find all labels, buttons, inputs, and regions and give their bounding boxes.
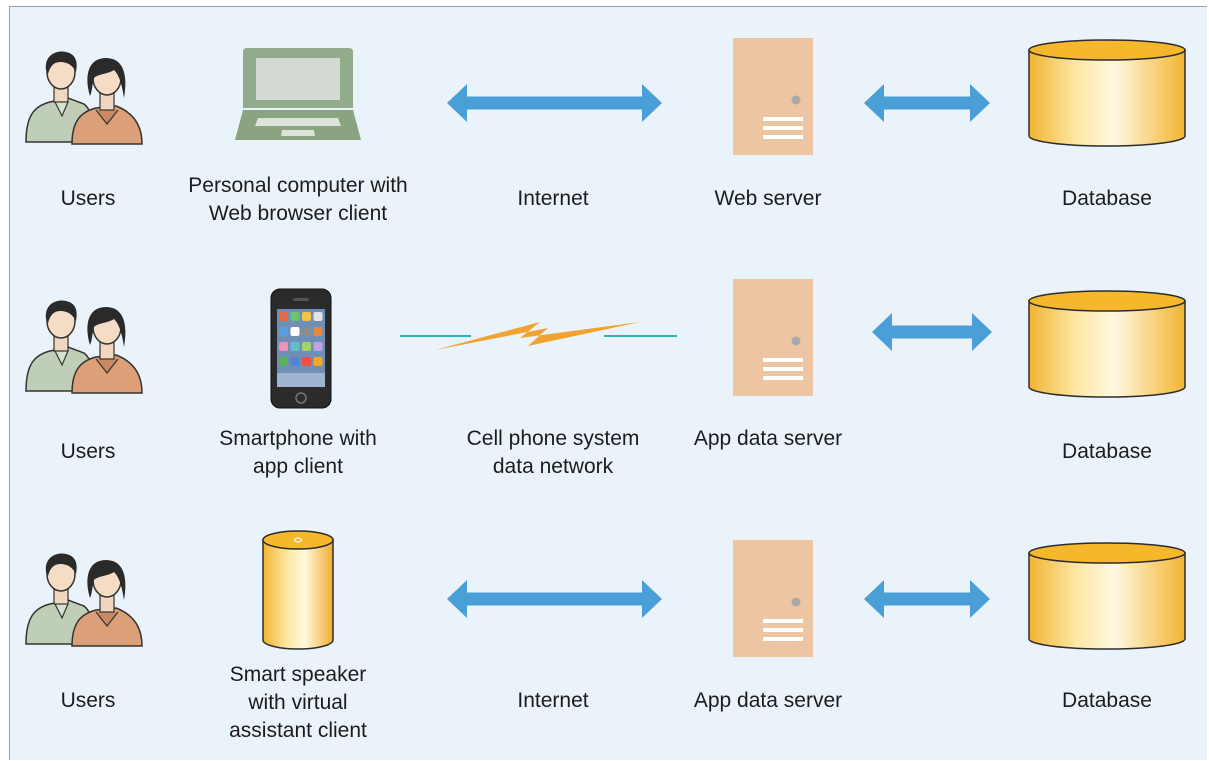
- server-db-arrow: [872, 313, 992, 351]
- laptop-icon: [235, 48, 361, 140]
- server-db-arrow: [864, 84, 990, 122]
- server-icon: [733, 279, 813, 396]
- server-label: App data server: [693, 689, 843, 712]
- users-icon: [25, 552, 143, 647]
- internet-arrow: [447, 84, 662, 122]
- lightning-icon: [435, 322, 640, 350]
- server-icon: [733, 540, 813, 657]
- database-icon: [1028, 542, 1186, 650]
- server-label: Web server: [714, 187, 822, 210]
- client-label-line2: with virtual: [248, 691, 348, 714]
- users-icon: [25, 299, 143, 394]
- users-label: Users: [60, 689, 116, 712]
- database-icon: [1028, 39, 1186, 147]
- internet-arrow: [447, 580, 662, 618]
- database-label: Database: [1062, 440, 1152, 463]
- client-label-line1: Smartphone with: [219, 427, 377, 450]
- database-icon: [1028, 290, 1186, 398]
- users-label: Users: [60, 440, 116, 463]
- client-label-line1: Smart speaker: [229, 663, 367, 686]
- client-label-line2: Web browser client: [208, 202, 388, 225]
- network-label-line2: data network: [492, 455, 614, 478]
- network-label-line1: Cell phone system: [466, 427, 640, 450]
- smart-speaker-icon: [262, 530, 334, 650]
- client-label-line2: app client: [253, 455, 343, 478]
- database-label: Database: [1062, 689, 1152, 712]
- users-label: Users: [60, 187, 116, 210]
- network-label: Internet: [517, 187, 589, 210]
- users-icon: [25, 50, 143, 145]
- network-label: Internet: [517, 689, 589, 712]
- client-label-line3: assistant client: [229, 719, 367, 742]
- diagram-background: [9, 6, 1207, 760]
- client-label-line1: Personal computer with: [188, 174, 408, 197]
- server-db-arrow: [864, 580, 990, 618]
- server-icon: [733, 38, 813, 155]
- database-label: Database: [1062, 187, 1152, 210]
- smartphone-icon: [270, 288, 332, 409]
- server-label: App data server: [693, 427, 843, 450]
